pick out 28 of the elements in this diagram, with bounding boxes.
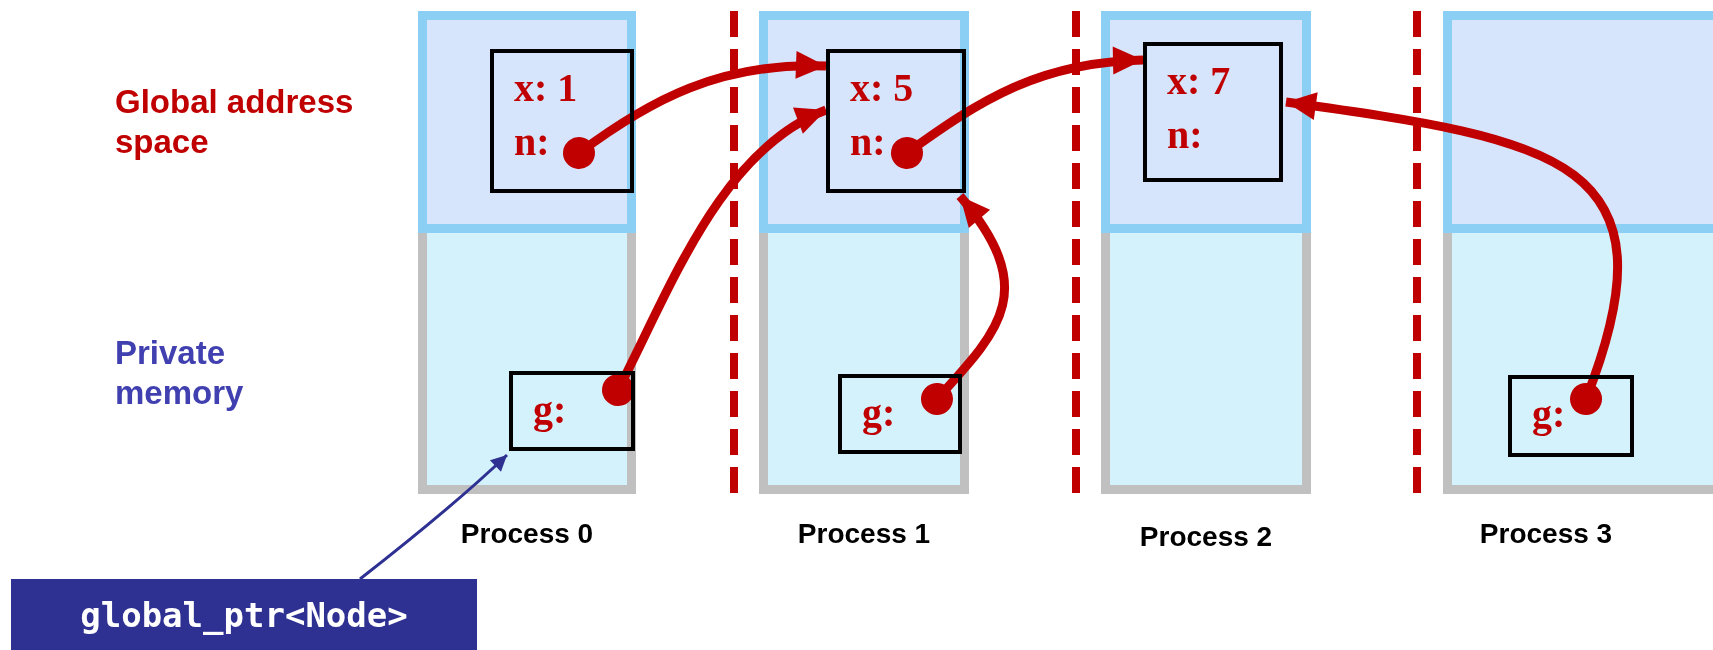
column-label: Process 1 bbox=[796, 518, 932, 550]
pointer-arrow bbox=[1285, 92, 1622, 415]
field-label: n: bbox=[1167, 111, 1204, 159]
field-label: n: bbox=[514, 118, 551, 166]
field-label: g: bbox=[533, 386, 568, 434]
field-label: g: bbox=[862, 389, 897, 437]
type-label-box: global_ptr<Node> bbox=[11, 579, 477, 650]
memory-box bbox=[1143, 42, 1283, 182]
field-label: x: 5 bbox=[850, 64, 915, 112]
field-label: x: 1 bbox=[514, 64, 579, 112]
pointer-arrow bbox=[921, 193, 1009, 415]
memory-box bbox=[826, 49, 966, 193]
pointer-arrow bbox=[563, 51, 827, 169]
memory-box bbox=[509, 371, 635, 451]
field-label: n: bbox=[850, 118, 887, 166]
row-label: Private memory bbox=[115, 333, 245, 413]
field-label: x: 7 bbox=[1167, 57, 1232, 105]
pointer-arrow bbox=[602, 105, 828, 406]
memory-box bbox=[838, 374, 962, 454]
memory-box bbox=[1508, 375, 1634, 457]
column-label: Process 3 bbox=[1478, 518, 1614, 550]
column-label: Process 2 bbox=[1138, 521, 1274, 553]
row-label: Global address space bbox=[115, 82, 355, 162]
arrow bbox=[359, 453, 509, 581]
pointer-arrow bbox=[891, 47, 1144, 169]
column-label: Process 0 bbox=[459, 518, 595, 550]
memory-box bbox=[490, 49, 634, 193]
field-label: g: bbox=[1532, 390, 1567, 438]
